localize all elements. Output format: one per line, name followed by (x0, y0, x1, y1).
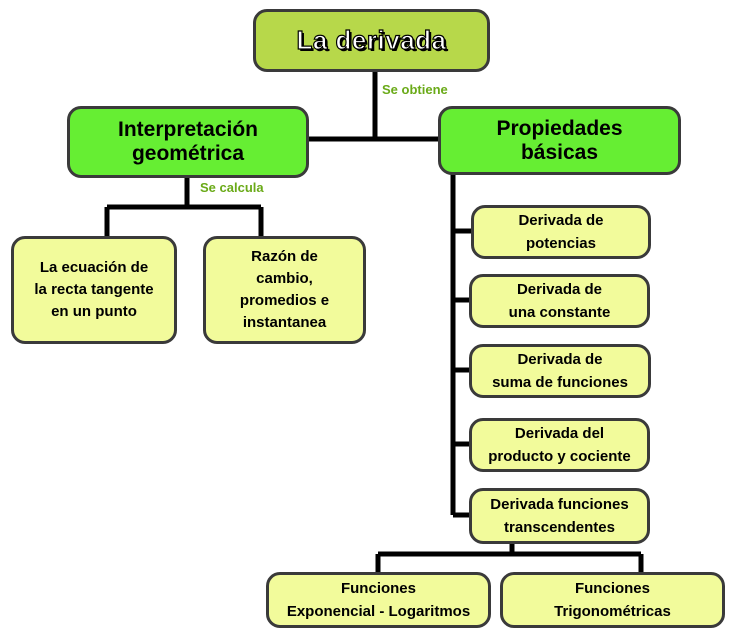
node-derivada-funciones-transcendentes: Derivada funciones transcendentes (469, 488, 650, 544)
node-funciones-trigonometricas: Funciones Trigonométricas (500, 572, 725, 628)
node-derivada-potencias: Derivada de potencias (471, 205, 651, 259)
node-propiedades-basicas: Propiedades básicas (438, 106, 681, 175)
node-derivada-constante: Derivada de una constante (469, 274, 650, 328)
link-label-se-obtiene: Se obtiene (382, 82, 448, 97)
node-interpretacion-geometrica: Interpretación geométrica (67, 106, 309, 178)
node-derivada-suma-funciones: Derivada de suma de funciones (469, 344, 651, 398)
node-razon-de-cambio: Razón de cambio, promedios e instantanea (203, 236, 366, 344)
node-derivada-producto-cociente: Derivada del producto y cociente (469, 418, 650, 472)
link-label-se-calcula: Se calcula (200, 180, 264, 195)
node-funciones-exponencial-logaritmos: Funciones Exponencial - Logaritmos (266, 572, 491, 628)
node-ecuacion-recta-tangente: La ecuación de la recta tangente en un p… (11, 236, 177, 344)
root-node-la-derivada: La derivada (253, 9, 490, 72)
